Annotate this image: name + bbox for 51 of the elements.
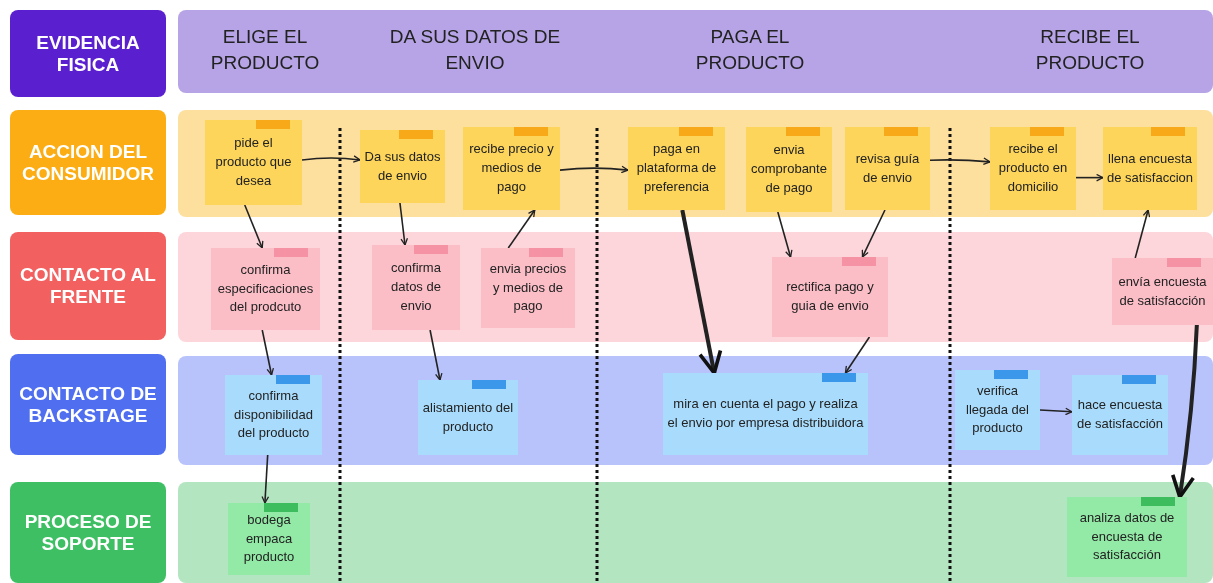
- sticky-note: llena encuesta de satisfaccion: [1103, 127, 1197, 210]
- sticky-note: confirma disponibilidad del producto: [225, 375, 322, 455]
- lane-header: CONTACTO AL FRENTE: [10, 232, 166, 340]
- arrow: [680, 209, 723, 375]
- sticky-note: analiza datos de encuesta de satisfacción: [1067, 497, 1187, 577]
- lane-header: ACCION DEL CONSUMIDOR: [10, 110, 166, 215]
- column-heading: DA SUS DATOS DE ENVIO: [388, 25, 562, 75]
- sticky-note: alistamiento del producto: [418, 380, 518, 455]
- arrow: [777, 211, 793, 258]
- sticky-note: recibe el producto en domicilio: [990, 127, 1076, 210]
- arrow: [507, 209, 536, 249]
- arrow: [1134, 209, 1151, 259]
- arrow: [559, 165, 629, 174]
- sticky-note: envia precios y medios de pago: [481, 248, 575, 328]
- lane-band: [178, 10, 1213, 93]
- sticky-note: paga en plataforma de preferencia: [628, 127, 725, 210]
- sticky-note: mira en cuenta el pago y realiza el envio por empresa distribuidora: [663, 373, 868, 455]
- sticky-note: pide el producto que desea: [205, 120, 302, 205]
- sticky-note: Da sus datos de envio: [360, 130, 445, 203]
- column-heading: PAGA EL PRODUCTO: [694, 25, 806, 75]
- sticky-note: envía encuesta de satisfacción: [1112, 258, 1213, 325]
- sticky-note: recibe precio y medios de pago: [463, 127, 560, 210]
- column-heading: RECIBE EL PRODUCTO: [1034, 25, 1146, 75]
- lane-header: EVIDENCIA FISICA: [10, 10, 166, 97]
- column-heading: ELIGE EL PRODUCTO: [209, 25, 321, 75]
- lane-header: CONTACTO DE BACKSTAGE: [10, 354, 166, 455]
- arrow: [301, 155, 361, 163]
- arrow: [429, 329, 443, 381]
- sticky-note: envia comprobante de pago: [746, 127, 832, 212]
- sticky-note: rectifica pago y guia de envio: [772, 257, 888, 337]
- sticky-note: hace encuesta de satisfacción: [1072, 375, 1168, 455]
- sticky-note: verifica llegada del producto: [955, 370, 1040, 450]
- lane-band: [178, 110, 1213, 217]
- sticky-note: revisa guía de envio: [845, 127, 930, 210]
- lane-band: [178, 356, 1213, 465]
- arrow: [1170, 324, 1199, 499]
- lane-band: [178, 482, 1213, 583]
- arrow: [861, 209, 886, 258]
- arrow: [399, 202, 409, 246]
- sticky-note: confirma especificaciones del prodcuto: [211, 248, 320, 330]
- arrow: [929, 157, 991, 166]
- lane-band: [178, 232, 1213, 342]
- arrow: [261, 329, 275, 376]
- arrow: [844, 336, 871, 374]
- sticky-note: bodega empaca producto: [228, 503, 310, 575]
- arrow: [1075, 173, 1104, 182]
- arrow: [261, 454, 270, 504]
- arrow: [243, 204, 264, 249]
- lane-header: PROCESO DE SOPORTE: [10, 482, 166, 583]
- arrow: [1039, 407, 1073, 416]
- sticky-note: confirma datos de envio: [372, 245, 460, 330]
